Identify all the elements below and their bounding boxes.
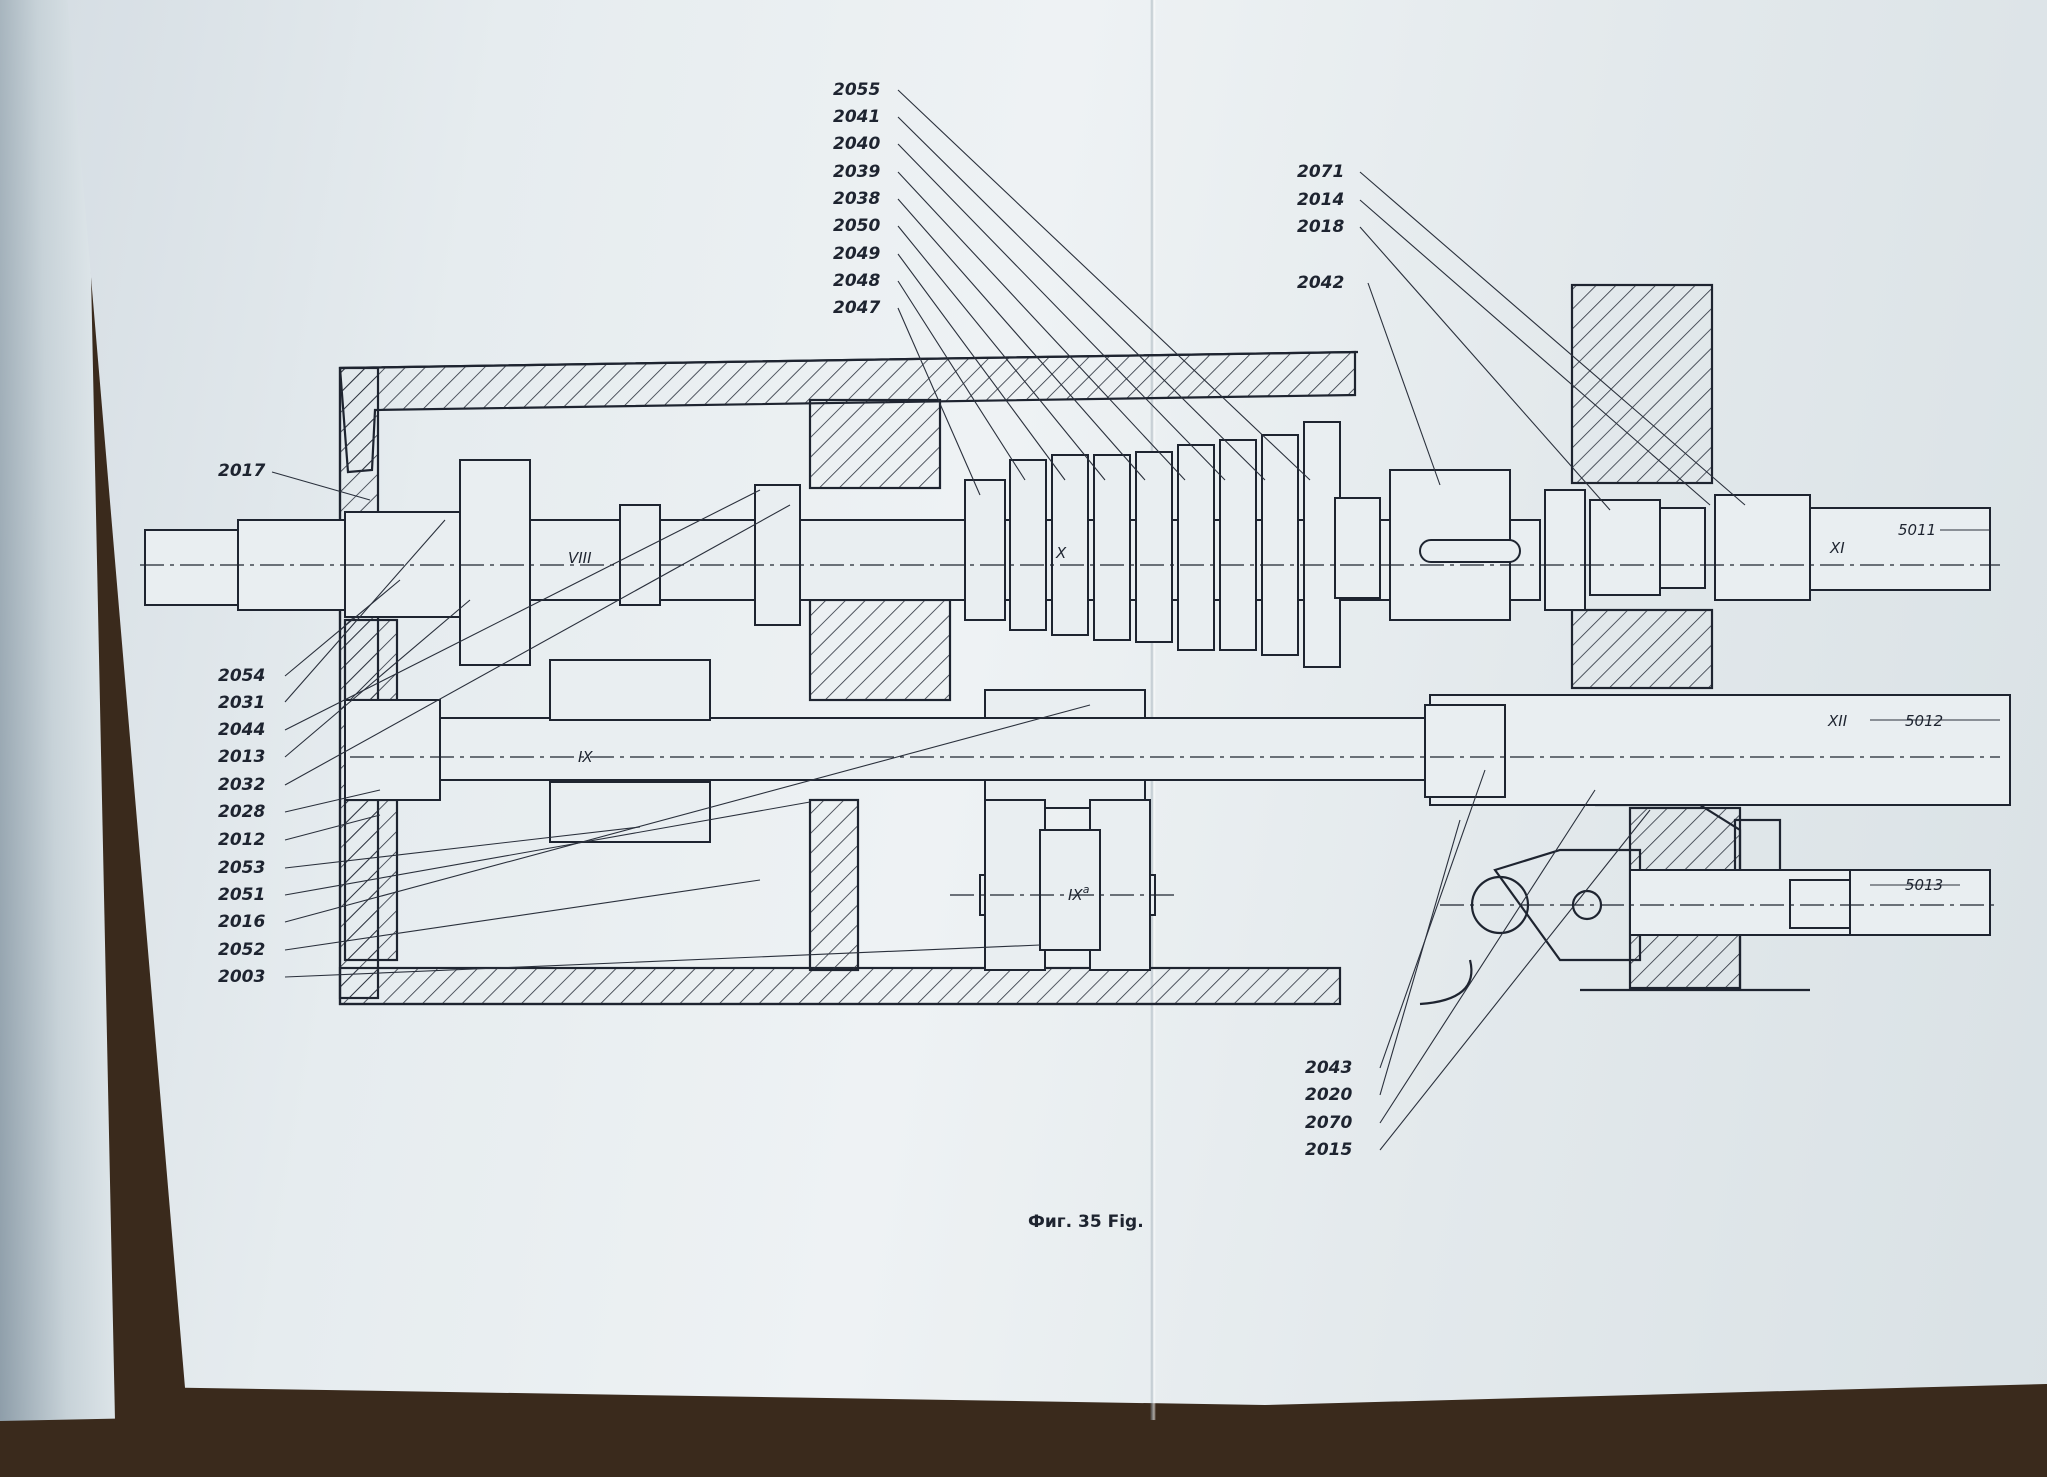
label-2032: 2032 <box>218 775 265 795</box>
shaft-label-x: X <box>1055 544 1067 562</box>
label-2048: 2048 <box>833 271 880 291</box>
label-2041: 2041 <box>833 107 880 127</box>
label-2042: 2042 <box>1297 273 1344 293</box>
centerlines <box>140 564 2000 906</box>
label-2040: 2040 <box>833 134 880 154</box>
label-2071: 2071 <box>1297 162 1344 182</box>
label-2017: 2017 <box>218 461 265 481</box>
label-2055: 2055 <box>833 80 880 100</box>
housing <box>338 283 1810 1006</box>
label-2015: 2015 <box>1305 1140 1352 1160</box>
label-2028: 2028 <box>218 802 265 822</box>
label-2020: 2020 <box>1305 1085 1352 1105</box>
shaft-label-ix: IX <box>578 748 593 766</box>
label-2070: 2070 <box>1305 1113 1352 1133</box>
shaft-labels: VIII X IX IXa XI XII 5011 5012 5013 <box>568 521 1943 904</box>
leader-lines <box>271 89 2000 1151</box>
shafts <box>144 421 2011 971</box>
shaft-label-viii: VIII <box>568 549 592 567</box>
label-2038: 2038 <box>833 189 880 209</box>
label-2031: 2031 <box>218 693 265 713</box>
label-2014: 2014 <box>1297 190 1344 210</box>
left-labels: 2017 2054 2031 2044 2013 2032 2028 2012 … <box>218 461 265 987</box>
shaft-label-xi: XI <box>1829 539 1845 557</box>
label-2050: 2050 <box>833 216 880 236</box>
label-2047: 2047 <box>833 298 880 318</box>
label-2054: 2054 <box>218 666 265 686</box>
top-right-labels: 2071 2014 2018 2042 <box>1297 162 1344 293</box>
label-2051: 2051 <box>218 885 265 905</box>
label-2012: 2012 <box>218 830 265 850</box>
page-fold <box>1150 0 1156 1420</box>
bottom-right-labels: 2043 2020 2070 2015 <box>1305 1058 1352 1160</box>
label-2052: 2052 <box>218 940 265 960</box>
ref-5011: 5011 <box>1898 521 1936 539</box>
label-2016: 2016 <box>218 912 265 932</box>
top-labels: 2055 2041 2040 2039 2038 2050 2049 2048 … <box>833 80 880 318</box>
label-2018: 2018 <box>1297 217 1344 237</box>
label-2053: 2053 <box>218 858 265 878</box>
label-2013: 2013 <box>218 747 265 767</box>
shaft-label-xii: XII <box>1827 712 1848 730</box>
label-2049: 2049 <box>833 244 880 264</box>
label-2043: 2043 <box>1305 1058 1352 1078</box>
figure-caption: Фиг. 35 Fig. <box>1028 1212 1144 1232</box>
label-2003: 2003 <box>218 967 265 987</box>
ref-5012: 5012 <box>1905 712 1943 730</box>
ref-5013: 5013 <box>1905 876 1943 894</box>
label-2039: 2039 <box>833 162 880 182</box>
shaft-label-ixa: IXa <box>1068 883 1090 904</box>
label-2044: 2044 <box>218 720 265 740</box>
